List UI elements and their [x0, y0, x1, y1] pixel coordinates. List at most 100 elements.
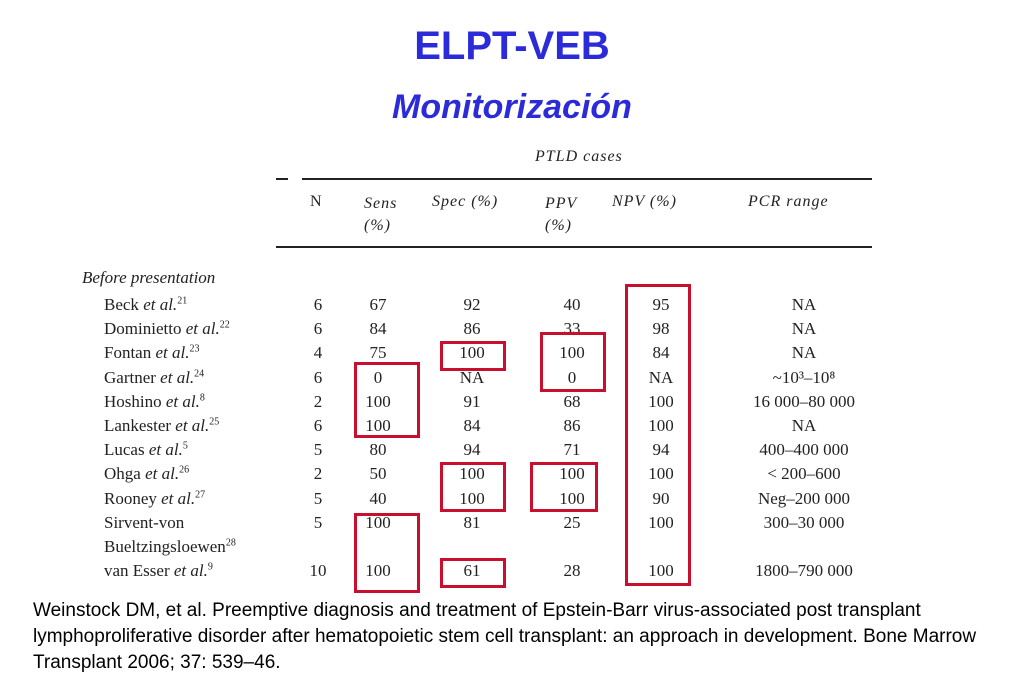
cell-spec: 100: [459, 489, 485, 508]
highlight-sens-1: [354, 362, 420, 438]
study-author: Lucas: [104, 440, 145, 459]
cell-pcr: < 200–600: [767, 464, 841, 483]
study-etal: et al.: [155, 343, 190, 362]
cell-spec: 61: [463, 561, 481, 580]
col-header-spec: Spec (%): [432, 193, 499, 210]
cell-spec: NA: [459, 368, 485, 387]
study-ref: 8: [199, 392, 205, 404]
cell-ppv: 100: [559, 464, 585, 483]
cell-npv: 84: [652, 343, 670, 362]
cell-ppv: 71: [563, 440, 581, 459]
cell-sens: 0: [373, 368, 383, 387]
study-author: Bueltzingsloewen: [104, 537, 226, 556]
cell-ppv: 100: [559, 343, 585, 362]
cell-npv: NA: [648, 368, 674, 387]
cell-spec: 92: [463, 295, 481, 314]
study-author: Beck: [104, 295, 139, 314]
cell-n: 5: [313, 513, 323, 532]
cell-spec: 100: [459, 464, 485, 483]
study-name: Bueltzingsloewen28: [104, 537, 236, 557]
highlight-spec-2: [440, 462, 506, 512]
study-name: Sirvent-von: [104, 513, 184, 533]
cell-pcr: 300–30 000: [763, 513, 845, 532]
cell-sens: 100: [365, 561, 391, 580]
study-author: van Esser: [104, 561, 170, 580]
cell-npv: 100: [648, 561, 674, 580]
cell-ppv: 28: [563, 561, 581, 580]
study-author: Fontan: [104, 343, 152, 362]
study-etal: et al.: [173, 561, 208, 580]
cell-pcr: NA: [791, 295, 817, 314]
cell-ppv: 40: [563, 295, 581, 314]
cell-spec: 81: [463, 513, 481, 532]
cell-ppv: 25: [563, 513, 581, 532]
col-header-pcr: PCR range: [748, 193, 829, 210]
highlight-sens-2: [354, 513, 420, 593]
cell-pcr: ~10³–10⁸: [772, 368, 836, 387]
cell-spec: 100: [459, 343, 485, 362]
study-ref: 23: [189, 343, 200, 355]
cell-spec: 94: [463, 440, 481, 459]
cell-sens: 80: [369, 440, 387, 459]
study-etal: et al.: [143, 295, 178, 314]
study-author: Hoshino: [104, 392, 162, 411]
slide-title: ELPT-VEB: [414, 24, 610, 68]
cell-ppv: 0: [567, 368, 577, 387]
cell-sens: 100: [365, 392, 391, 411]
study-name: Fontan et al.23: [104, 343, 199, 363]
study-ref: 27: [195, 489, 206, 501]
study-name: Ohga et al.26: [104, 464, 189, 484]
cell-sens: 50: [369, 464, 387, 483]
study-ref: 28: [225, 537, 236, 549]
cell-pcr: NA: [791, 319, 817, 338]
cell-npv: 95: [652, 295, 670, 314]
study-author: Rooney: [104, 489, 157, 508]
study-etal: et al.: [161, 489, 196, 508]
col-header-n: N: [310, 193, 323, 210]
study-ref: 26: [179, 464, 190, 476]
cell-n: 4: [313, 343, 323, 362]
cell-n: 10: [309, 561, 327, 580]
group-header: PTLD cases: [535, 148, 623, 165]
study-name: Hoshino et al.8: [104, 392, 205, 412]
study-name: Beck et al.21: [104, 295, 187, 315]
cell-npv: 100: [648, 392, 674, 411]
cell-sens: 100: [365, 513, 391, 532]
study-ref: 25: [209, 416, 220, 428]
study-author: Sirvent-von: [104, 513, 185, 532]
cell-pcr: NA: [791, 416, 817, 435]
study-name: van Esser et al.9: [104, 561, 213, 581]
section-label: Before presentation: [82, 268, 216, 287]
study-name: Gartner et al.24: [104, 368, 204, 388]
citation: Weinstock DM, et al. Preemptive diagnosi…: [33, 600, 977, 673]
top-rule: [302, 178, 872, 180]
cell-n: 5: [313, 440, 323, 459]
cell-spec: 86: [463, 319, 481, 338]
highlight-npv: [625, 284, 691, 586]
study-name: Lucas et al.5: [104, 440, 188, 460]
study-author: Ohga: [104, 464, 141, 483]
study-author: Gartner: [104, 368, 156, 387]
cell-ppv: 86: [563, 416, 581, 435]
study-etal: et al.: [160, 368, 195, 387]
cell-n: 2: [313, 392, 323, 411]
study-author: Lankester: [104, 416, 172, 435]
cell-sens: 40: [369, 489, 387, 508]
cell-n: 6: [313, 319, 323, 338]
highlight-ppv-2: [530, 462, 598, 512]
top-rule-left: [276, 178, 288, 180]
cell-n: 6: [313, 368, 323, 387]
col-header-sens: Sens (%): [364, 195, 398, 234]
study-etal: et al.: [145, 464, 180, 483]
cell-npv: 100: [648, 513, 674, 532]
cell-npv: 100: [648, 464, 674, 483]
study-name: Dominietto et al.22: [104, 319, 230, 339]
header-rule: [276, 246, 872, 248]
study-name: Lankester et al.25: [104, 416, 219, 436]
cell-spec: 91: [463, 392, 481, 411]
cell-ppv: 100: [559, 489, 585, 508]
cell-pcr: 400–400 000: [759, 440, 849, 459]
study-ref: 21: [177, 295, 188, 307]
cell-pcr: 1800–790 000: [755, 561, 853, 580]
col-header-ppv: PPV (%): [545, 195, 578, 234]
